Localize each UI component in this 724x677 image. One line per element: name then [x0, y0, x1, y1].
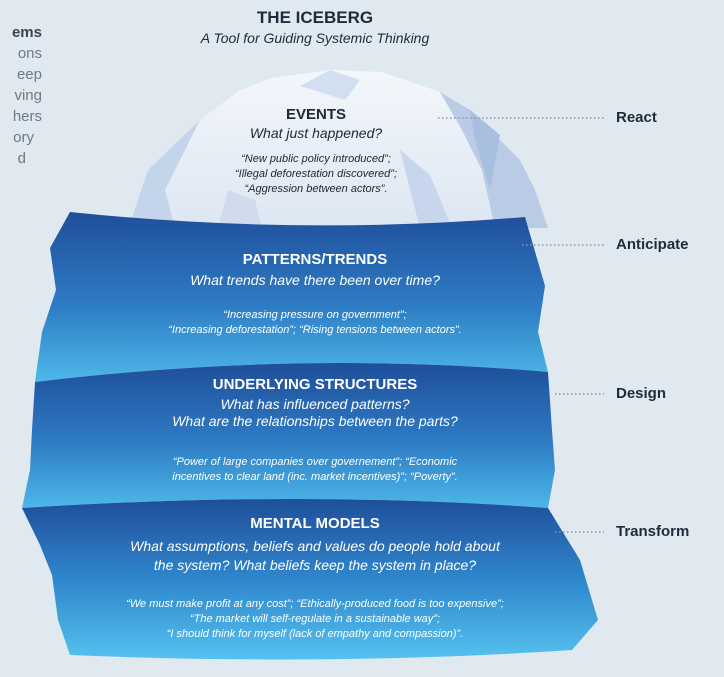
tip-facet: [470, 110, 500, 190]
fragment-line: d: [17, 150, 26, 167]
level-structures-title: UNDERLYING STRUCTURES: [212, 376, 418, 393]
level-mental-models-examples: “We must make profit at any cost”; “Ethi…: [30, 597, 600, 642]
fragment-line: hers: [12, 108, 42, 125]
level-events-title: EVENTS: [285, 106, 346, 123]
side-label-react: React: [616, 109, 657, 126]
left-text-fragment: ems ons eep ving hers ory d: [0, 22, 42, 169]
level-patterns-title: PATTERNS/TRENDS: [242, 251, 388, 268]
tip-facet: [400, 150, 452, 228]
example-line: “We must make profit at any cost”; “Ethi…: [126, 598, 504, 610]
side-label-design: Design: [616, 385, 667, 402]
question-line: What assumptions, beliefs and values do …: [130, 538, 500, 554]
level-patterns-examples: “Increasing pressure on government”; “In…: [70, 308, 560, 338]
band-patterns: [35, 212, 548, 382]
side-label-transform: Transform: [616, 523, 690, 540]
level-events-examples: “New public policy introduced”; “Illegal…: [170, 152, 462, 197]
level-structures-examples: “Power of large companies over governeme…: [70, 455, 560, 485]
band-structures: [22, 363, 555, 508]
question-line: What are the relationships between the p…: [172, 413, 458, 429]
iceberg-tip: [128, 70, 548, 230]
example-line: “Illegal deforestation discovered”;: [234, 168, 398, 180]
diagram-title: THE ICEBERG: [256, 8, 374, 27]
example-line: “The market will self-regulate in a sust…: [189, 613, 441, 625]
diagram-subtitle: A Tool for Guiding Systemic Thinking: [200, 30, 430, 46]
example-line: “Increasing deforestation”; “Rising tens…: [168, 324, 462, 336]
example-line: “New public policy introduced”;: [241, 153, 391, 165]
fragment-line: eep: [16, 66, 42, 83]
tip-facet: [218, 190, 262, 228]
level-mental-models-question: What assumptions, beliefs and values do …: [40, 537, 590, 575]
question-line: What has influenced patterns?: [220, 396, 410, 412]
level-structures-question: What has influenced patterns? What are t…: [80, 396, 550, 430]
level-mental-models-title: MENTAL MODELS: [250, 515, 380, 532]
tip-facet: [128, 120, 200, 230]
side-label-anticipate: Anticipate: [616, 236, 689, 253]
level-patterns-question: What trends have there been over time?: [190, 272, 440, 288]
band-mental-models: [22, 499, 598, 660]
level-events-question: What just happened?: [249, 125, 383, 141]
question-line: the system? What beliefs keep the system…: [153, 557, 477, 573]
tip-facet: [300, 70, 360, 100]
example-line: “Increasing pressure on government”;: [223, 309, 407, 321]
fragment-line: ving: [14, 87, 42, 104]
fragment-line: ems: [11, 24, 42, 41]
fragment-line: ons: [17, 45, 42, 62]
example-line: “Power of large companies over governeme…: [172, 456, 458, 468]
example-line: “I should think for myself (lack of empa…: [166, 628, 464, 640]
fragment-line: ory: [13, 129, 34, 146]
example-line: incentives to clear land (inc. market in…: [172, 471, 458, 483]
example-line: “Aggression between actors”.: [244, 183, 388, 195]
